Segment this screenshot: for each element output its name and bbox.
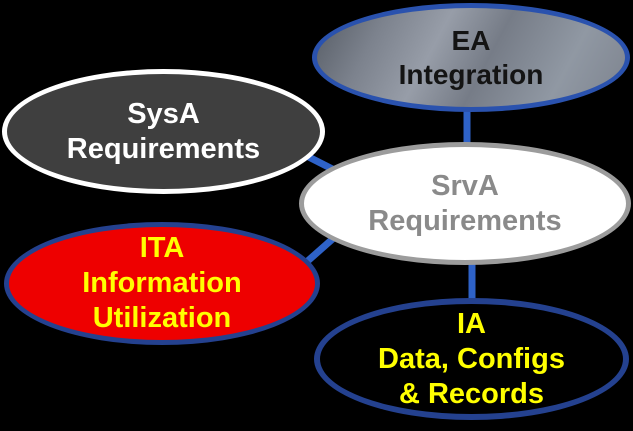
node-ita-information-utilization: ITA Information Utilization [4,222,320,345]
node-ia-data-configs-records: IA Data, Configs & Records [314,298,629,420]
node-srva-requirements: SrvA Requirements [299,142,631,265]
node-sysa-requirements: SysA Requirements [2,69,325,194]
node-ia-data-configs-records-label: IA Data, Configs & Records [378,307,565,410]
node-ea-integration-label: EA Integration [398,24,544,90]
node-sysa-requirements-label: SysA Requirements [66,97,261,165]
node-ea-integration: EA Integration [312,3,630,112]
node-ita-information-utilization-label: ITA Information Utilization [82,232,242,334]
node-srva-requirements-label: SrvA Requirements [368,169,562,237]
